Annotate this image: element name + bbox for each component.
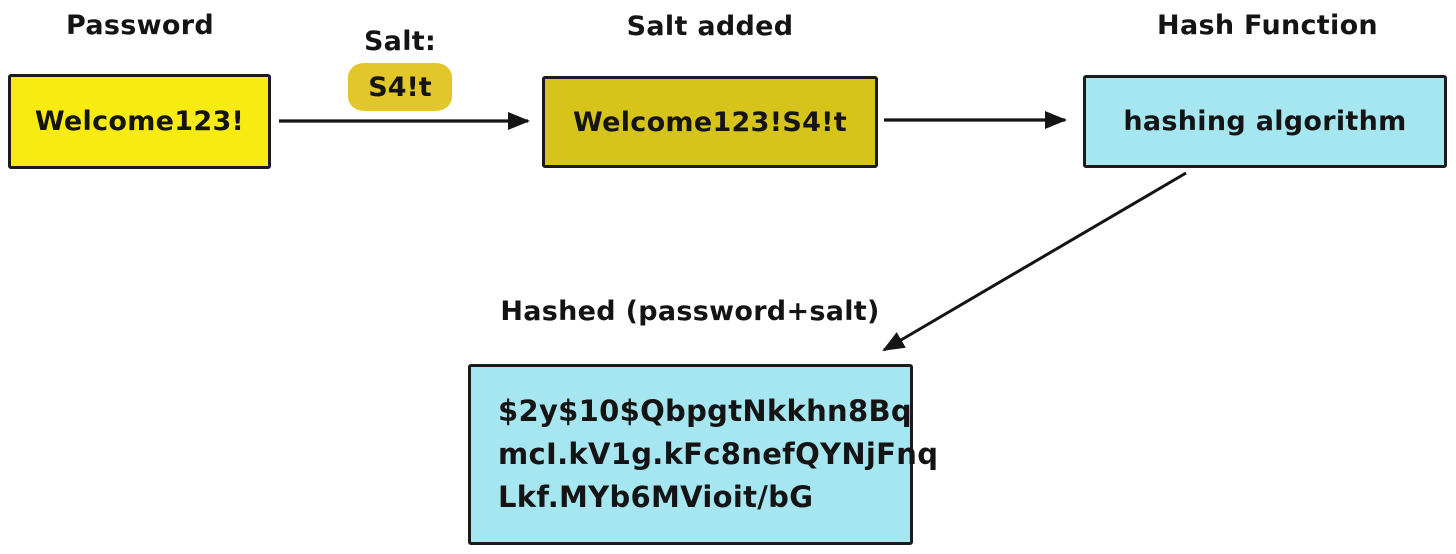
password-value: Welcome123! bbox=[34, 106, 245, 137]
salt-value: S4!t bbox=[368, 71, 432, 103]
hash-line: mcI.kV1g.kFc8nefQYNjFnq bbox=[498, 437, 939, 471]
salt-added-box: Welcome123!S4!t bbox=[542, 76, 878, 168]
hashed-label: Hashed (password+salt) bbox=[500, 296, 880, 327]
hash-function-label: Hash Function bbox=[1157, 10, 1378, 41]
hash-line: Lkf.MYb6MVioit/bG bbox=[498, 480, 814, 514]
hash-function-box: hashing algorithm bbox=[1083, 75, 1447, 168]
hash-line: $2y$10$QbpgtNkkhn8Bq bbox=[498, 394, 912, 428]
salt-highlight: S4!t bbox=[348, 63, 452, 111]
password-box: Welcome123! bbox=[8, 74, 271, 169]
salt-label: Salt: bbox=[363, 26, 437, 57]
salt-added-value: Welcome123!S4!t bbox=[572, 106, 847, 138]
hashed-box: $2y$10$QbpgtNkkhn8Bq mcI.kV1g.kFc8nefQYN… bbox=[468, 364, 939, 545]
arrow-diagonal-icon bbox=[882, 171, 1187, 352]
hash-function-value: hashing algorithm bbox=[1123, 106, 1407, 137]
salt-added-label: Salt added bbox=[626, 11, 794, 42]
password-label: Password bbox=[66, 10, 214, 41]
